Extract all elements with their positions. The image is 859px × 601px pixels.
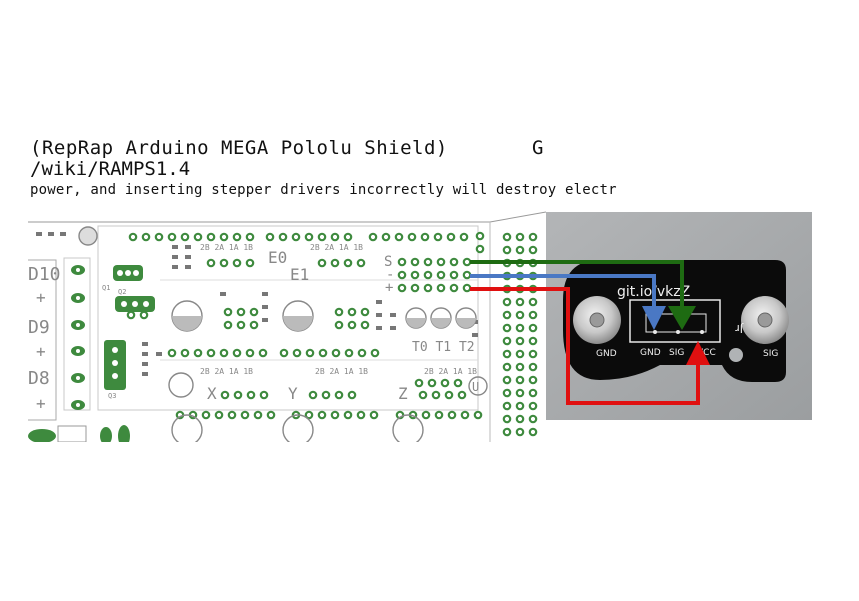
vcc-wire — [470, 287, 700, 405]
silk-vcc: VCC — [697, 348, 716, 358]
label-e1: E1 — [290, 265, 309, 284]
label-pins-y: 2B 2A 1A 1B — [315, 367, 368, 376]
wire-arrowheads — [642, 306, 710, 365]
pin-header-right — [502, 232, 538, 437]
label-pins-e1: 2B 2A 1A 1B — [310, 243, 363, 252]
svg-text:+: + — [385, 280, 393, 296]
vcc-arrow — [686, 341, 710, 365]
label-q3: Q3 — [108, 392, 116, 400]
silk-gnd-left: GND — [596, 349, 617, 359]
label-pins-z: 2B 2A 1A 1B — [424, 367, 477, 376]
label-d10: D10 — [28, 264, 61, 285]
sensor-outline — [629, 299, 721, 343]
gnd-wire — [470, 274, 656, 318]
silk-sig-right: SIG — [763, 349, 778, 359]
label-u: U — [472, 380, 479, 394]
ramps-title: (RepRap Arduino MEGA Pololu Shield) — [30, 137, 448, 159]
ramps-warning: power, and inserting stepper drivers inc… — [30, 182, 617, 198]
label-q1: Q1 — [102, 284, 110, 292]
svg-text:+: + — [36, 288, 46, 307]
driver-pins — [126, 258, 483, 420]
label-pins-e0: 2B 2A 1A 1B — [200, 243, 253, 252]
svg-text:+: + — [36, 342, 46, 361]
ramps-wiki-path: /wiki/RAMPS1.4 — [30, 158, 191, 180]
power-terminals — [28, 257, 155, 442]
label-y: Y — [288, 384, 298, 403]
silk-labels: D10 D9 D8 + + + E0 E1 X Y Z S - + T0 T1 … — [28, 243, 479, 413]
pin-header-top — [128, 232, 469, 242]
ramps-title-right: G — [532, 137, 544, 159]
label-z: Z — [398, 384, 408, 403]
label-d9: D9 — [28, 317, 50, 338]
label-x: X — [207, 384, 217, 403]
endstop-header — [397, 231, 485, 293]
silk-sig-center: SIG — [669, 348, 684, 358]
label-pins-x: 2B 2A 1A 1B — [200, 367, 253, 376]
label-thermistors: T0 T1 T2 — [412, 340, 475, 355]
notch-hole — [729, 348, 743, 362]
label-q2: Q2 — [118, 288, 126, 296]
label-d8: D8 — [28, 368, 50, 389]
svg-text:-: - — [386, 267, 394, 283]
svg-text:+: + — [36, 394, 46, 413]
ramps-board: D10 D9 D8 + + + E0 E1 X Y Z S - + T0 T1 … — [28, 200, 546, 442]
gnd-arrow — [642, 306, 666, 330]
label-e0: E0 — [268, 248, 287, 267]
sig-wire — [470, 260, 684, 318]
sig-arrow — [668, 306, 696, 330]
label-s: S — [384, 254, 392, 270]
wiring — [470, 260, 700, 405]
silk-jr: Jr — [735, 322, 744, 335]
capacitor-fills — [172, 316, 476, 331]
silk-gnd-center: GND — [640, 348, 661, 358]
